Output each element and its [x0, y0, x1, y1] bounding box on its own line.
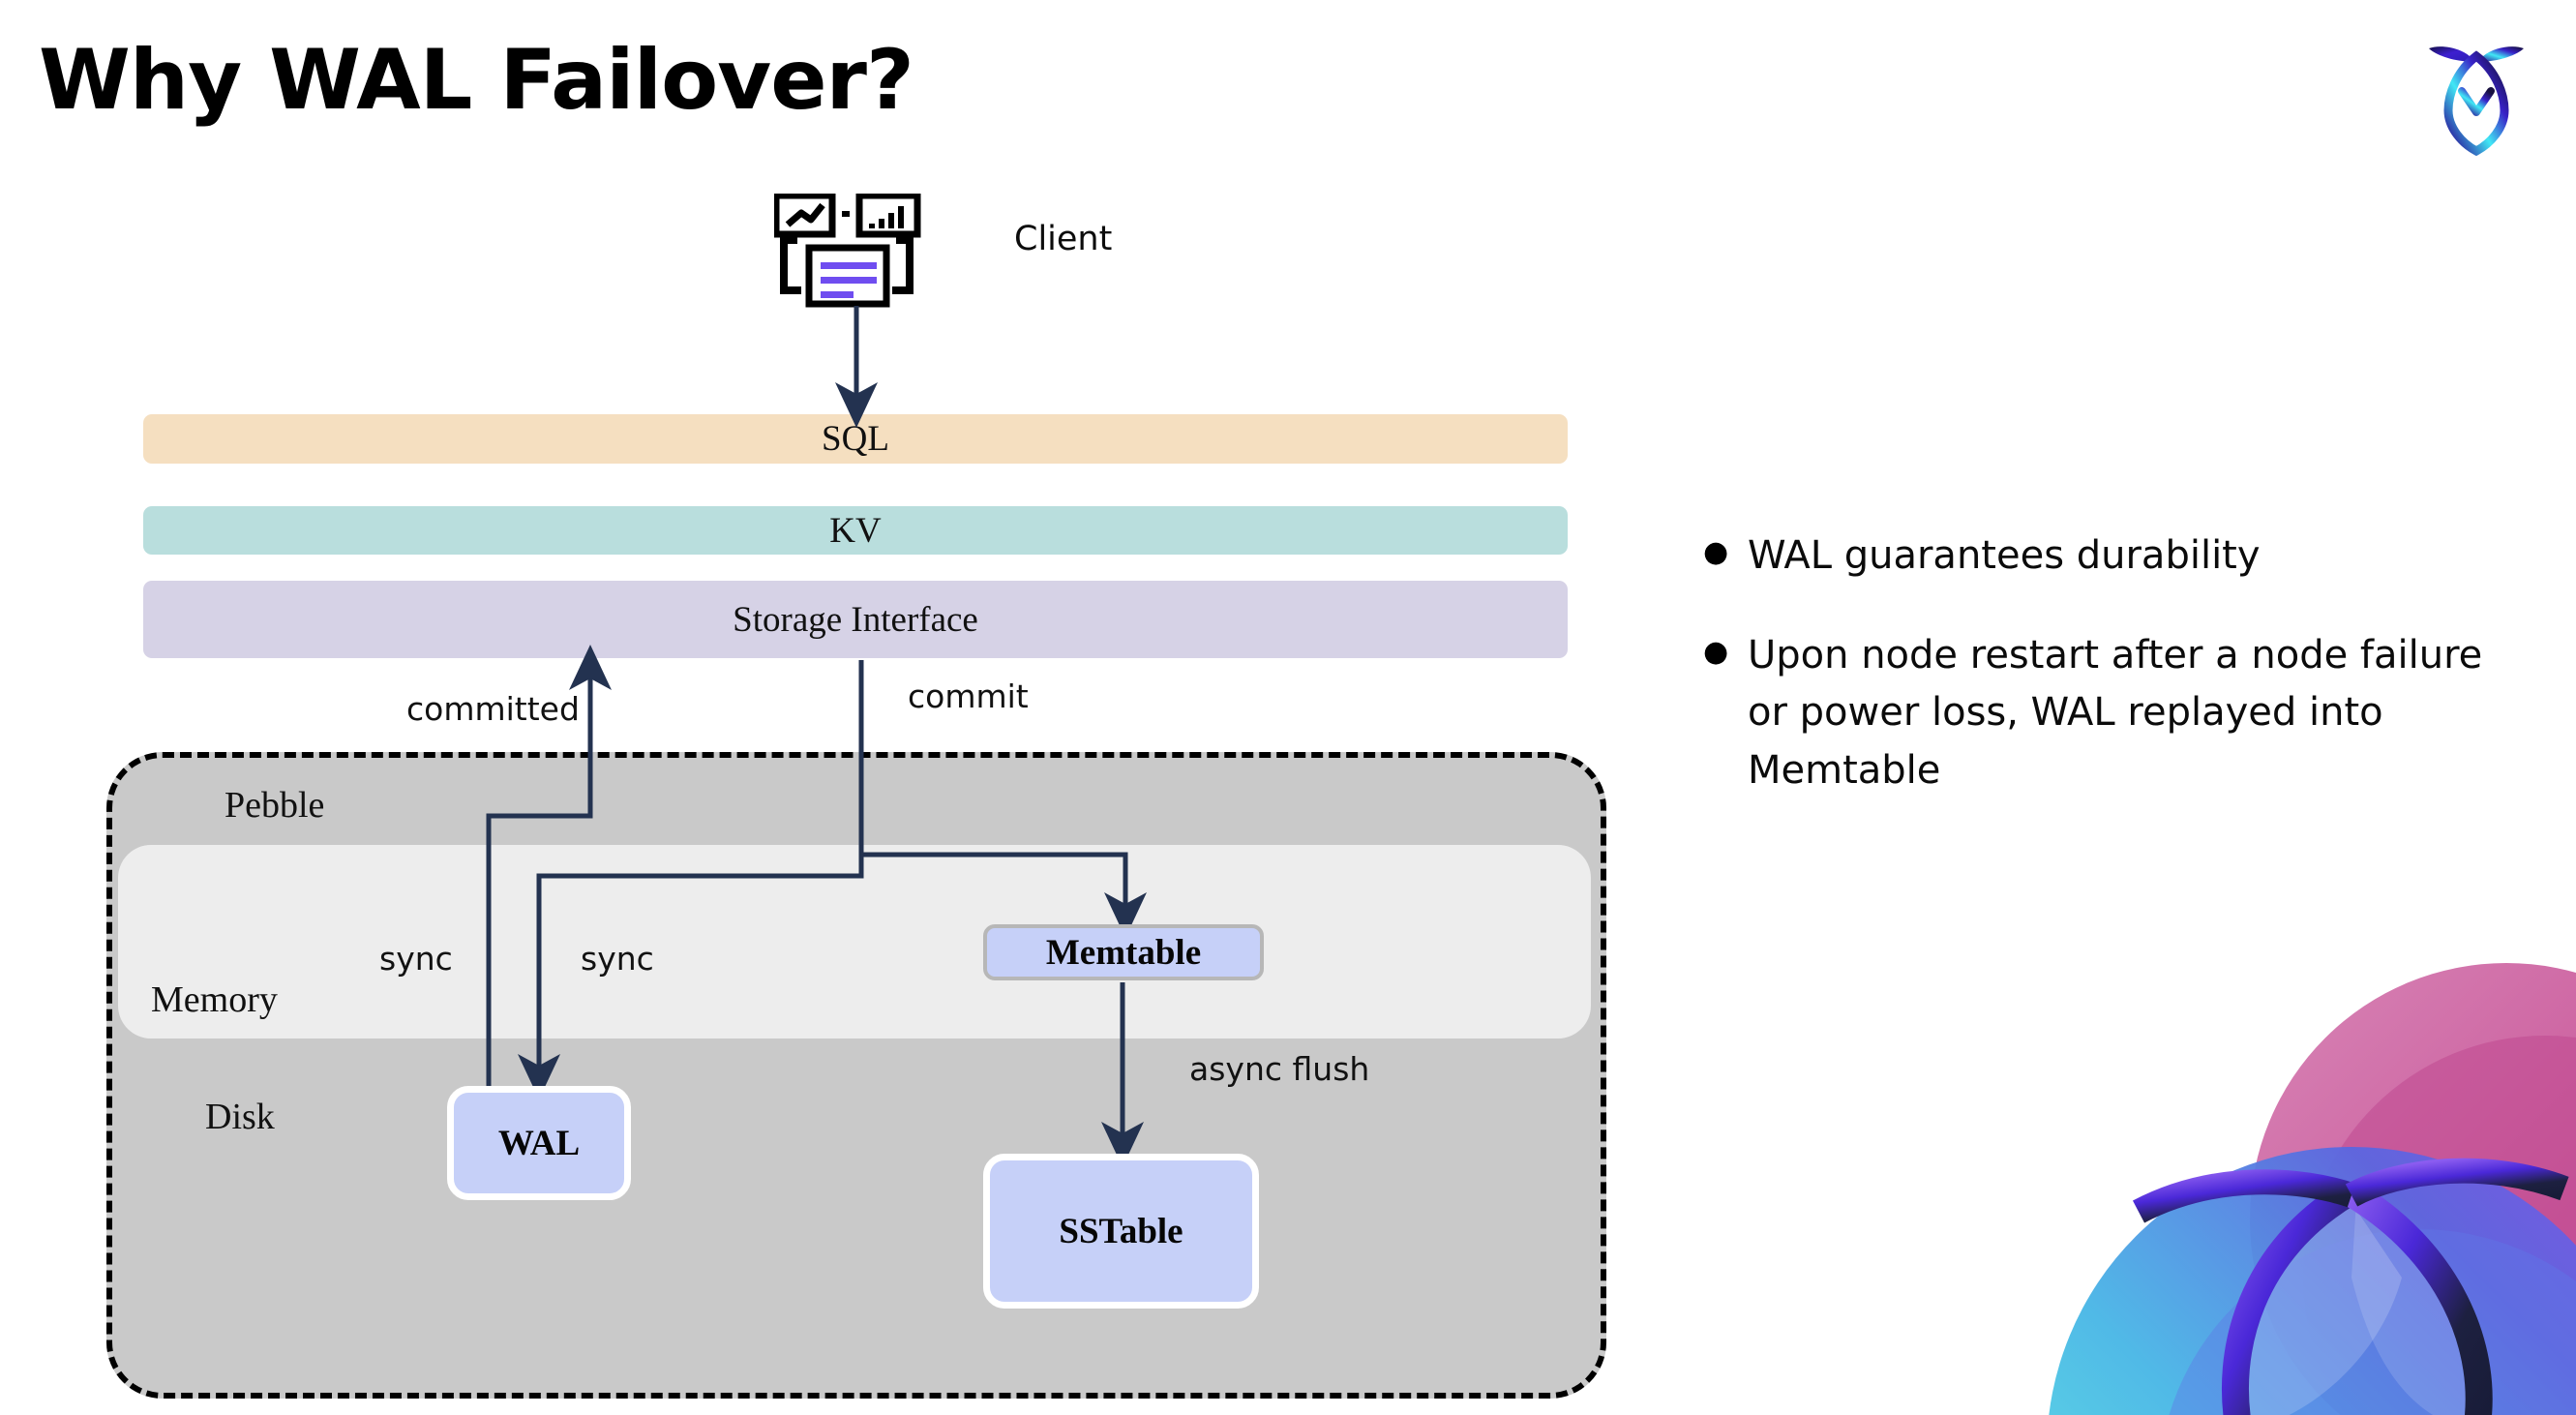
layer-kv[interactable]: KV [143, 506, 1568, 555]
layer-sql-label: SQL [822, 419, 889, 459]
layer-sql[interactable]: SQL [143, 414, 1568, 464]
bullet-marker-icon: ● [1703, 535, 1729, 569]
abstract-circles-graphic [1964, 929, 2576, 1415]
node-sstable[interactable]: SSTable [983, 1154, 1259, 1309]
node-memtable[interactable]: Memtable [983, 924, 1264, 980]
list-item: ● Upon node restart after a node failure… [1703, 627, 2487, 799]
bullet-text: Upon node restart after a node failure o… [1748, 633, 2483, 793]
memory-panel [118, 845, 1591, 1039]
node-wal-label: WAL [497, 1123, 581, 1163]
flow-committed-label: committed [406, 690, 580, 728]
client-dashboard-icon [772, 192, 929, 310]
layer-storage-interface[interactable]: Storage Interface [143, 581, 1568, 658]
bullet-list: ● WAL guarantees durability ● Upon node … [1703, 527, 2487, 842]
page-title: Why WAL Failover? [39, 32, 914, 129]
list-item: ● WAL guarantees durability [1703, 527, 2487, 585]
layer-kv-label: KV [829, 510, 882, 551]
flow-async-flush-label: async flush [1189, 1050, 1370, 1088]
pebble-label: Pebble [225, 785, 325, 826]
memory-label: Memory [151, 979, 278, 1020]
cockroachdb-logo [2413, 27, 2539, 161]
disk-label: Disk [205, 1097, 275, 1137]
node-memtable-label: Memtable [1045, 932, 1202, 973]
node-sstable-label: SSTable [1059, 1211, 1183, 1251]
client-label: Client [1014, 220, 1113, 258]
flow-sync-1-label: sync [379, 940, 453, 978]
layer-storage-interface-label: Storage Interface [733, 599, 978, 640]
flow-commit-label: commit [908, 677, 1029, 715]
bullet-text: WAL guarantees durability [1748, 533, 2261, 578]
flow-sync-2-label: sync [581, 940, 654, 978]
bullet-marker-icon: ● [1703, 635, 1729, 670]
node-wal[interactable]: WAL [447, 1086, 631, 1200]
